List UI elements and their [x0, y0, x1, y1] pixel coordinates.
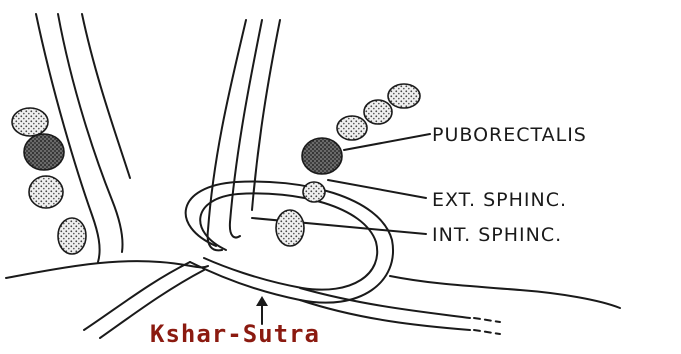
label-int-sphincter: INT. SPHINC.: [432, 224, 562, 246]
muscle-right-5: [303, 182, 325, 202]
muscle-left-3: [29, 176, 63, 208]
label-ext-sphincter: EXT. SPHINC.: [432, 189, 567, 211]
muscle-right-2: [364, 100, 392, 124]
muscle-right-6: [276, 210, 304, 246]
muscle-right-1: [388, 84, 420, 108]
label-puborectalis: PUBORECTALIS: [432, 124, 587, 146]
left-wall-edge: [82, 14, 130, 178]
muscle-left-2: [24, 134, 64, 170]
muscle-left-1: [12, 108, 48, 136]
muscle-right-4: [302, 138, 342, 174]
perineum-right: [390, 276, 620, 308]
thread-tail-dash: [474, 318, 500, 334]
muscle-right-3: [337, 116, 367, 140]
anal-canal-inner: [230, 20, 262, 237]
muscle-left-4: [58, 218, 86, 254]
caption-arrow-head: [256, 296, 268, 306]
caption-kshar-sutra: Kshar-Sutra: [150, 320, 320, 348]
